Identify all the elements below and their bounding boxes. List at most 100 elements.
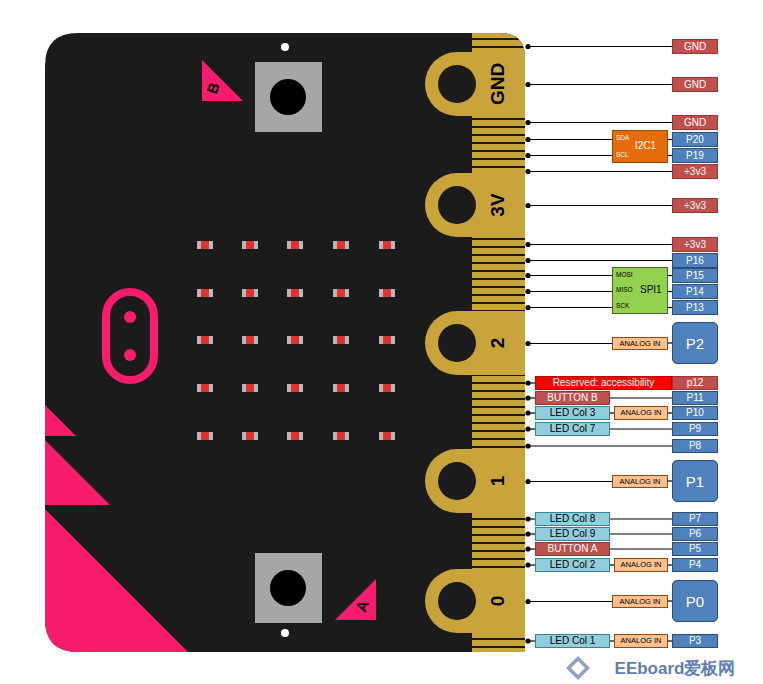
pin-label: P10 [672,406,718,420]
leader-line [525,305,612,310]
led [197,241,213,249]
led [379,336,395,344]
mount-hole [281,629,289,637]
pin-label: P11 [672,391,718,405]
button-letter: B [204,80,222,95]
leader-line [525,599,612,604]
label-text: BUTTON B [547,393,597,403]
button-b-cap [270,79,306,115]
led-column-label: LED Col 2 [535,558,610,572]
pad-label: 0 [488,596,507,607]
label-text: P10 [686,408,704,418]
power-label: +3v3 [672,164,718,179]
leader-line [525,638,535,643]
led [287,241,303,249]
analog-in-tag: ANALOG IN [614,634,668,648]
pin-label: P6 [672,527,718,541]
pin-label: P20 [672,132,718,147]
pin-label: P8 [672,439,718,453]
led [333,432,349,440]
wire [610,518,672,519]
leader-line [525,82,672,87]
led [333,289,349,297]
label-text: P14 [686,287,704,297]
pad-label: 1 [488,476,507,487]
button-letter: A [353,598,371,613]
led [287,289,303,297]
pin-label: P13 [672,300,718,315]
button-b-marker [202,60,243,101]
pin-label: P7 [672,512,718,526]
analog-in-tag: ANALOG IN [614,406,668,420]
led-column-label: LED Col 3 [535,406,610,420]
leader-lines [525,44,672,644]
analog-in-tag: ANALOG IN [612,475,668,488]
button-a [255,553,322,623]
led [379,241,395,249]
label-text: ANALOG IN [620,598,661,606]
label-text: +3v3 [684,167,706,177]
wire [610,428,672,429]
leader-line [525,153,612,158]
label-text: P6 [689,529,701,539]
logo-dot [124,349,136,361]
pink-corner [45,405,76,436]
label-text: ANALOG IN [621,409,662,417]
button-a-marker [335,579,376,620]
edge-pads [425,52,525,633]
led-column-label: LED Col 7 [535,422,610,436]
led-column-label: LED Col 9 [535,527,610,541]
leader-line [525,169,672,174]
label-text: ANALOG IN [621,561,662,569]
led [197,289,213,297]
pin-label: P4 [672,558,718,572]
led [287,432,303,440]
label-text: P16 [686,256,704,266]
button-a-cap [270,570,306,606]
label-text: P4 [689,560,701,570]
spi-signal: MOSI [616,272,633,279]
watermark: EEboard爱板网 [615,660,736,677]
led-column-label: LED Col 1 [535,634,610,648]
spi-signal: MISO [616,287,633,294]
power-label: +3v3 [672,237,718,252]
analog-pin-label: P0 [672,580,718,622]
sda-signal: SDA [616,135,629,142]
pin-label: P5 [672,542,718,556]
edge-pad [425,311,525,375]
power-label: GND [672,115,718,130]
button-label: BUTTON A [535,542,610,556]
analog-in-tag: ANALOG IN [612,595,668,608]
led [242,289,258,297]
leader-line [525,380,535,385]
label-text: P20 [686,135,704,145]
label-text: P8 [689,441,701,451]
label-text: LED Col 3 [550,408,596,418]
logo-dot [124,311,136,323]
analog-pin-label: P2 [672,322,718,364]
label-text: GND [684,118,706,128]
label-text: LED Col 1 [550,636,596,646]
edge-pad [425,449,525,513]
pin-label: P16 [672,253,718,268]
button-b [255,62,322,132]
leader-line [525,531,535,536]
led [333,336,349,344]
led [197,336,213,344]
wire [610,397,672,398]
label-text: BUTTON A [548,544,598,554]
pin-label: P3 [672,634,718,648]
leader-line [525,137,612,142]
label-text: P19 [686,151,704,161]
label-text: P13 [686,303,704,313]
led-matrix [197,241,395,440]
label-text: Reserved: accessibility [553,378,655,388]
led [379,432,395,440]
label-text: +3v3 [684,201,706,211]
label-text: LED Col 9 [550,529,596,539]
pink-corner [45,440,110,505]
label-text: GND [684,80,706,90]
leader-line [525,289,612,294]
